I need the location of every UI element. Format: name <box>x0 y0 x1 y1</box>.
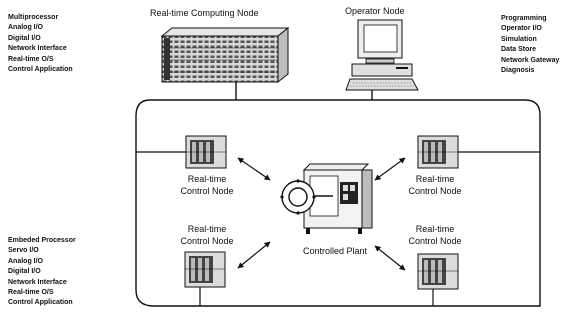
control-node-icon-upper-left <box>186 136 226 168</box>
controlled-plant-icon <box>280 164 372 234</box>
feature-item: Real-time O/S <box>8 55 73 65</box>
feature-item: Analog I/O <box>8 257 76 267</box>
feature-item: Operator I/O <box>501 24 559 34</box>
controlled-plant-label: Controlled Plant <box>290 245 380 257</box>
feature-item: Network Interface <box>8 278 76 288</box>
control-node-icon-lower-right <box>418 254 458 289</box>
computing-node-feature-list: Multiprocessor Analog I/O Digital I/O Ne… <box>8 13 73 75</box>
computing-node-title: Real-time Computing Node <box>150 8 259 18</box>
operator-workstation-icon <box>346 20 418 90</box>
operator-node-feature-list: Programming Operator I/O Simulation Data… <box>501 14 559 76</box>
feature-item: Network Gateway <box>501 56 559 66</box>
feature-item: Digital I/O <box>8 267 76 277</box>
feature-item: Control Application <box>8 65 73 75</box>
feature-item: Network Interface <box>8 44 73 54</box>
control-node-icon-lower-left <box>185 252 225 287</box>
operator-node-title: Operator Node <box>345 6 405 16</box>
control-node-feature-list: Embeded Processor Servo I/O Analog I/O D… <box>8 236 76 309</box>
arrow-upper-left <box>238 158 270 180</box>
arrow-lower-left <box>238 242 270 268</box>
feature-item: Data Store <box>501 45 559 55</box>
feature-item: Analog I/O <box>8 23 73 33</box>
computing-rack-icon <box>162 28 288 82</box>
feature-item: Embeded Processor <box>8 236 76 246</box>
feature-item: Diagnosis <box>501 66 559 76</box>
feature-item: Digital I/O <box>8 34 73 44</box>
feature-item: Servo I/O <box>8 246 76 256</box>
feature-item: Programming <box>501 14 559 24</box>
feature-item: Multiprocessor <box>8 13 73 23</box>
feature-item: Real-time O/S <box>8 288 76 298</box>
control-node-icon-upper-right <box>418 136 458 168</box>
feature-item: Simulation <box>501 35 559 45</box>
feature-item: Control Application <box>8 298 76 308</box>
